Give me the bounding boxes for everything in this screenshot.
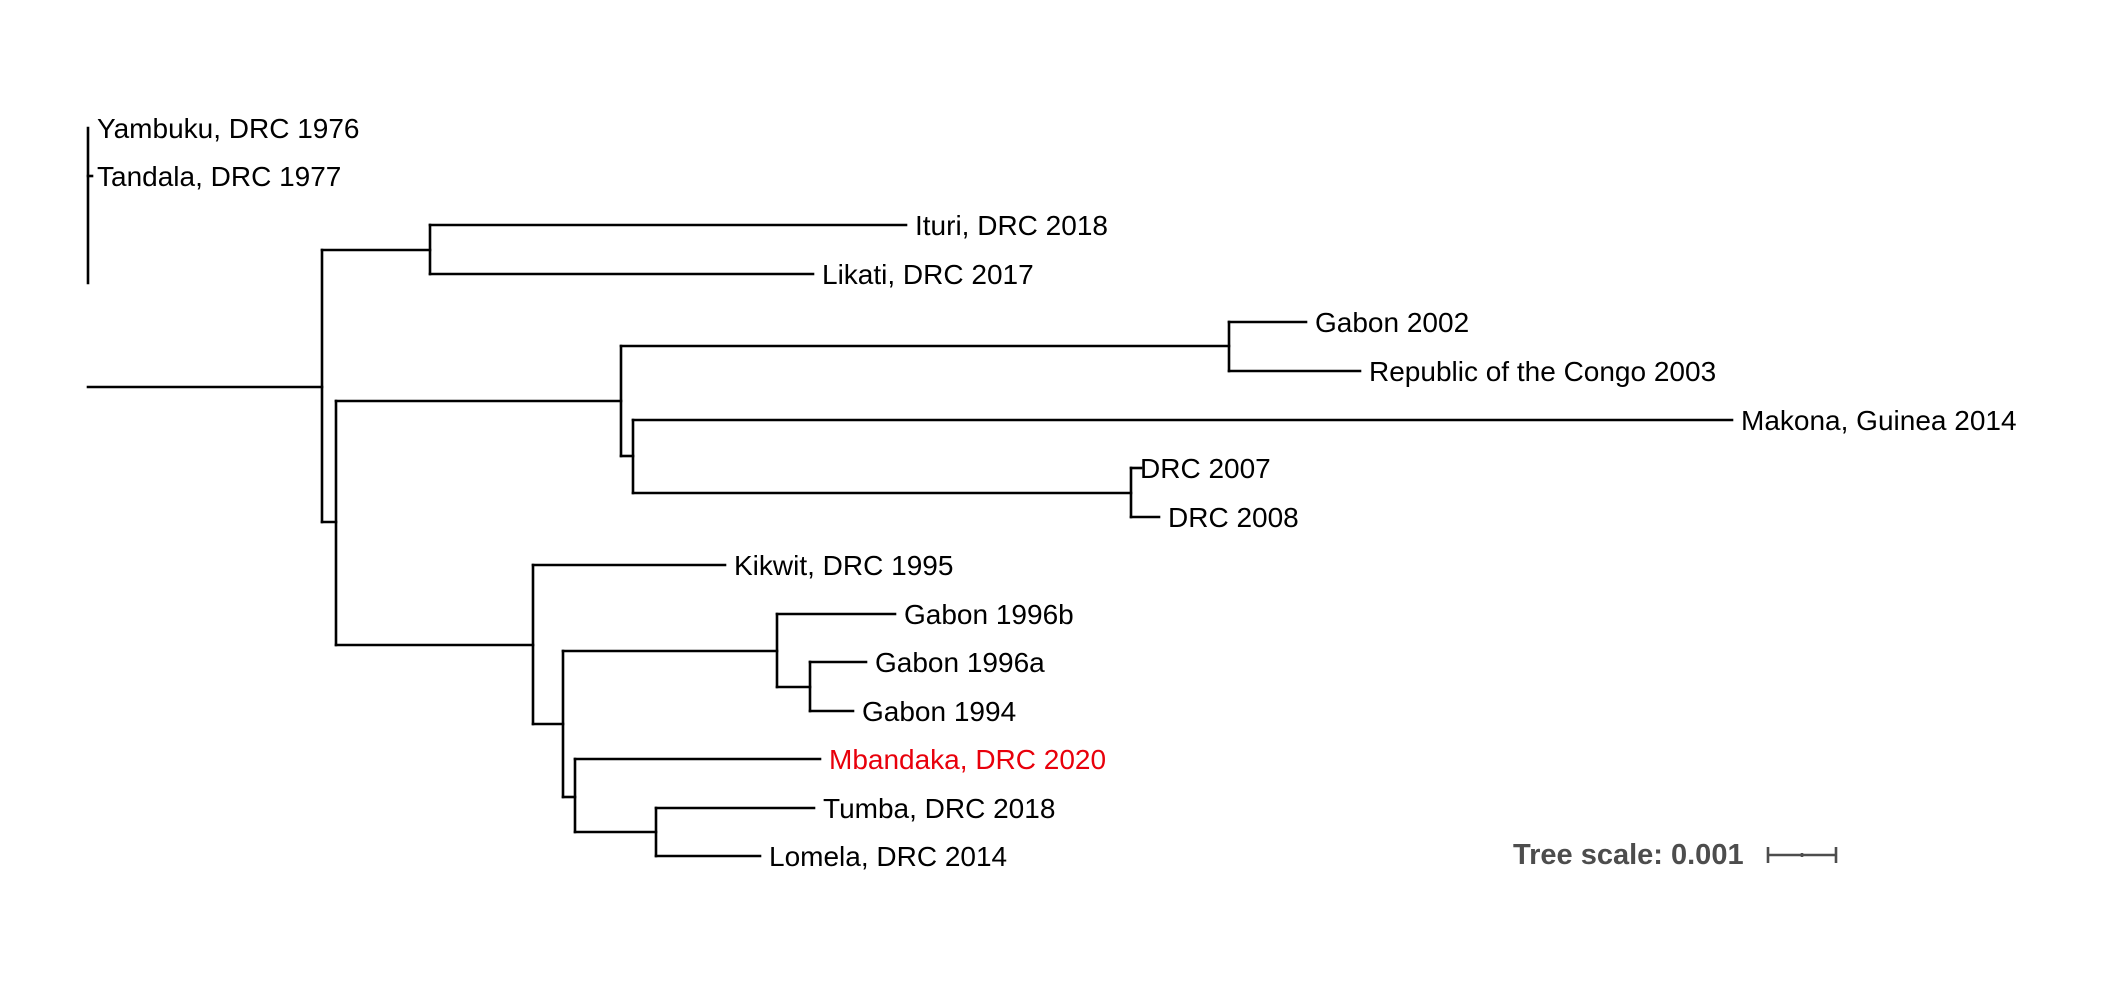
leaf-label-likati: Likati, DRC 2017 bbox=[822, 259, 1034, 290]
leaf-label-tandala: Tandala, DRC 1977 bbox=[97, 161, 341, 192]
leaf-label-tumba: Tumba, DRC 2018 bbox=[823, 793, 1055, 824]
leaf-label-mbandaka: Mbandaka, DRC 2020 bbox=[829, 744, 1106, 775]
leaf-label-gabon1996a: Gabon 1996a bbox=[875, 647, 1045, 678]
tree-scale: Tree scale: 0.001 bbox=[1513, 839, 1838, 871]
leaf-label-drc2008: DRC 2008 bbox=[1168, 502, 1299, 533]
leaf-label-gabon1996b: Gabon 1996b bbox=[904, 599, 1074, 630]
leaf-label-lomela: Lomela, DRC 2014 bbox=[769, 841, 1007, 872]
tree-branches bbox=[86, 126, 1734, 858]
tree-scale-label: Tree scale: 0.001 bbox=[1513, 839, 1744, 871]
leaf-label-gabon1994: Gabon 1994 bbox=[862, 696, 1016, 727]
leaf-label-kikwit: Kikwit, DRC 1995 bbox=[734, 550, 953, 581]
leaf-label-gabon2002: Gabon 2002 bbox=[1315, 307, 1469, 338]
leaf-label-makona: Makona, Guinea 2014 bbox=[1741, 405, 2017, 436]
leaf-label-yambuku: Yambuku, DRC 1976 bbox=[97, 113, 360, 144]
tree-scale-bar bbox=[1766, 847, 1838, 863]
leaf-label-ituri: Ituri, DRC 2018 bbox=[915, 210, 1108, 241]
leaf-label-congo2003: Republic of the Congo 2003 bbox=[1369, 356, 1716, 387]
leaf-label-drc2007: DRC 2007 bbox=[1140, 453, 1271, 484]
